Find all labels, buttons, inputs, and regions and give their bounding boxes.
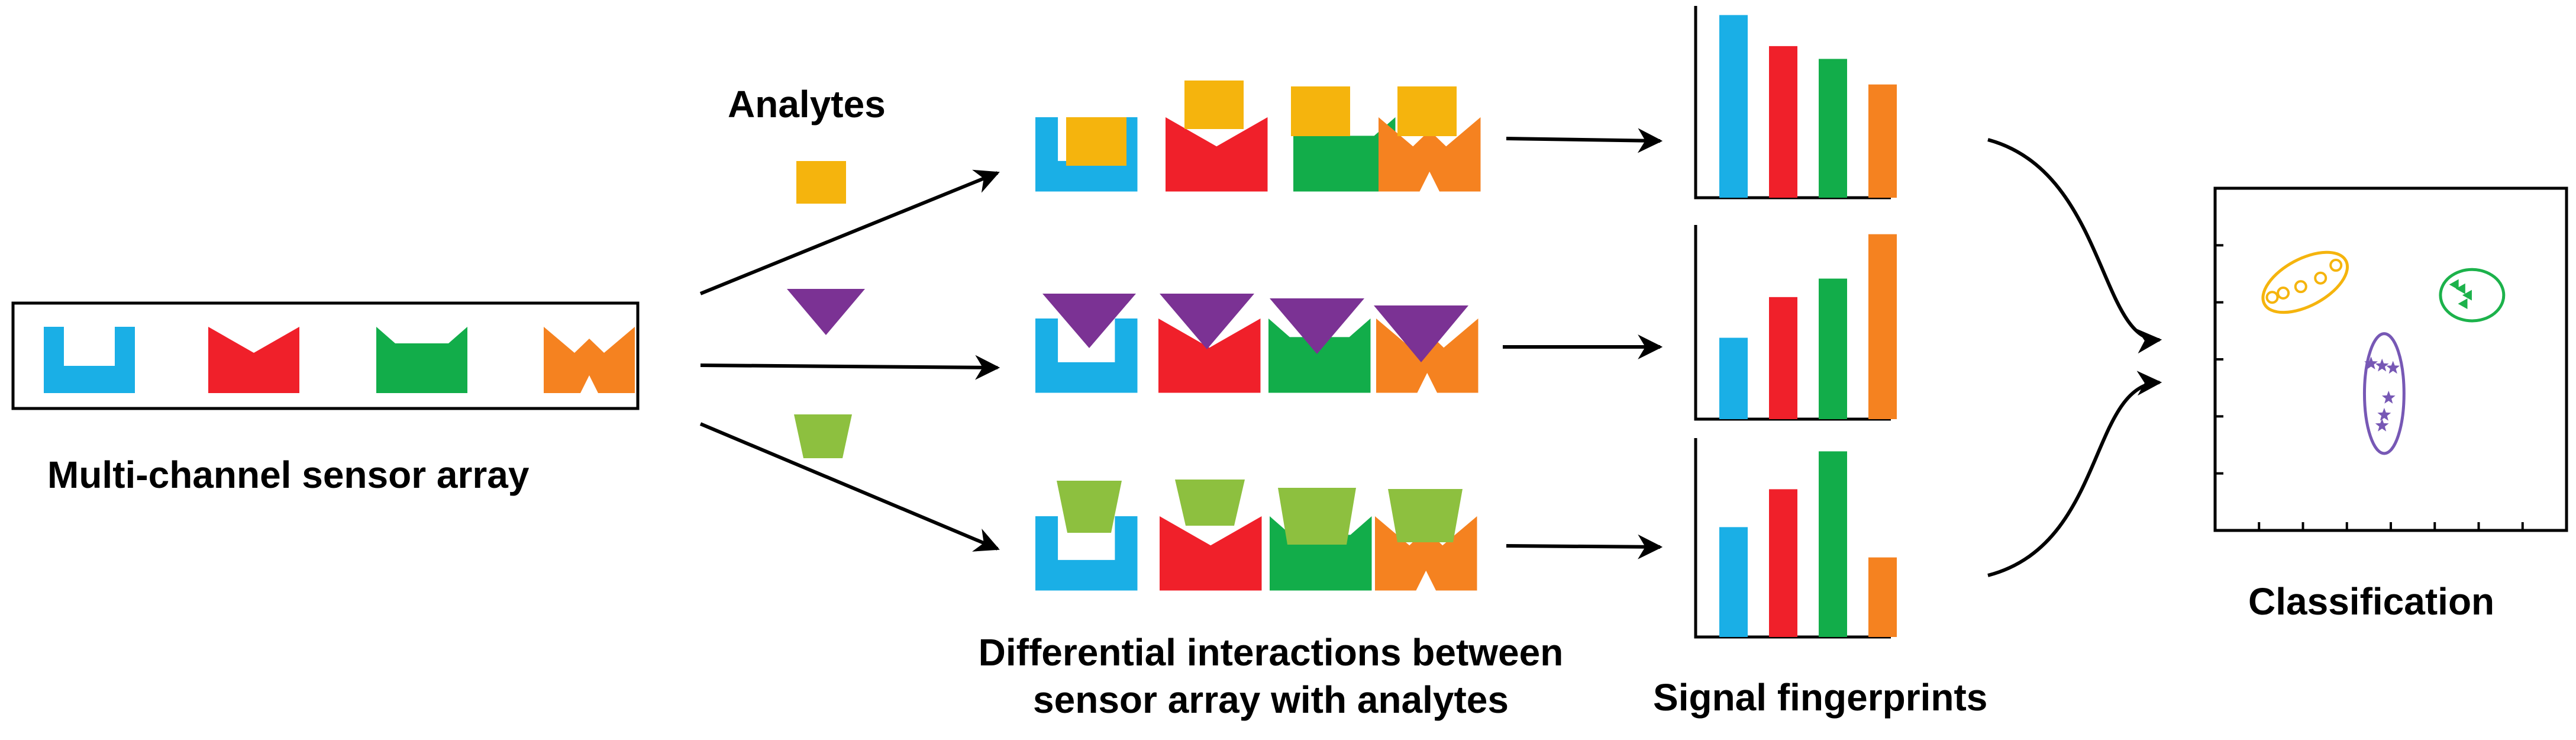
bar-4: [1868, 234, 1897, 419]
data-point-star: [2377, 407, 2391, 421]
analyte-triangle: [787, 289, 865, 335]
sensor-array-frame: [11, 301, 640, 410]
data-point-triangle: [2458, 298, 2468, 310]
interactions-label-line-1: Differential interactions between: [978, 631, 1564, 674]
fingerprint-chart-3: [1694, 438, 1897, 639]
sensor-m-shape: [208, 327, 299, 393]
arrow-to-classification-lower: [1987, 371, 2162, 577]
arrow-to-fingerprint-3: [1506, 534, 1663, 559]
data-point-star: [2364, 356, 2378, 369]
cluster-ellipse-3: [2362, 332, 2406, 455]
data-point-star: [2381, 391, 2396, 404]
bar-3: [1819, 59, 1847, 198]
arrow-to-row-2: [700, 355, 1000, 380]
fingerprint-chart-1: [1694, 6, 1897, 200]
classification-plot: [2213, 186, 2568, 532]
cluster-ellipse-2: [2439, 268, 2506, 323]
sensor-array: [44, 327, 635, 393]
analyte-square: [796, 161, 846, 204]
bar-2: [1769, 297, 1797, 419]
interaction-row-square: [1035, 81, 1481, 192]
sensor-w-shape: [376, 327, 467, 393]
sensor-u-shape: [44, 327, 135, 393]
bar-1: [1719, 527, 1748, 637]
arrow-to-row-3: [699, 422, 1000, 552]
fingerprints-label: Signal fingerprints: [1653, 676, 1988, 719]
arrow-to-classification-upper: [1987, 138, 2162, 354]
plot-frame: [2213, 186, 2568, 532]
data-point-circle: [2314, 271, 2328, 285]
bar-4: [1868, 557, 1897, 637]
data-point-circle: [2294, 280, 2307, 294]
bar-1: [1719, 337, 1748, 419]
data-point-triangle: [2449, 279, 2459, 290]
bar-3: [1819, 278, 1847, 419]
arrow-to-row-1: [699, 169, 1000, 295]
bar-1: [1719, 15, 1748, 198]
bar-2: [1769, 489, 1797, 637]
data-point-star: [2375, 358, 2389, 372]
arrow-to-fingerprint-1: [1506, 128, 1663, 153]
bar-2: [1769, 46, 1797, 198]
data-point-circle: [2329, 259, 2343, 272]
sensor-star-notch-shape: [544, 327, 635, 393]
bar-3: [1819, 451, 1847, 637]
bar-4: [1868, 84, 1897, 198]
classification-label: Classification: [2248, 580, 2495, 623]
data-point-circle: [2277, 287, 2290, 300]
data-point-triangle: [2462, 289, 2472, 301]
data-point-star: [2386, 361, 2400, 374]
interactions-label-line-2: sensor array with analytes: [1033, 678, 1509, 721]
cluster-ellipse-1: [2261, 250, 2349, 314]
analytes-label: Analytes: [728, 83, 886, 126]
data-point-triangle: [2455, 283, 2465, 294]
interaction-row-trapezoid: [1035, 480, 1477, 591]
data-point-circle: [2265, 291, 2279, 304]
data-point-star: [2375, 419, 2389, 432]
fingerprint-chart-2: [1694, 225, 1897, 421]
interaction-row-triangle: [1035, 294, 1479, 393]
analyte-trapezoid: [794, 414, 852, 458]
sensor-array-label: Multi-channel sensor array: [47, 453, 530, 496]
